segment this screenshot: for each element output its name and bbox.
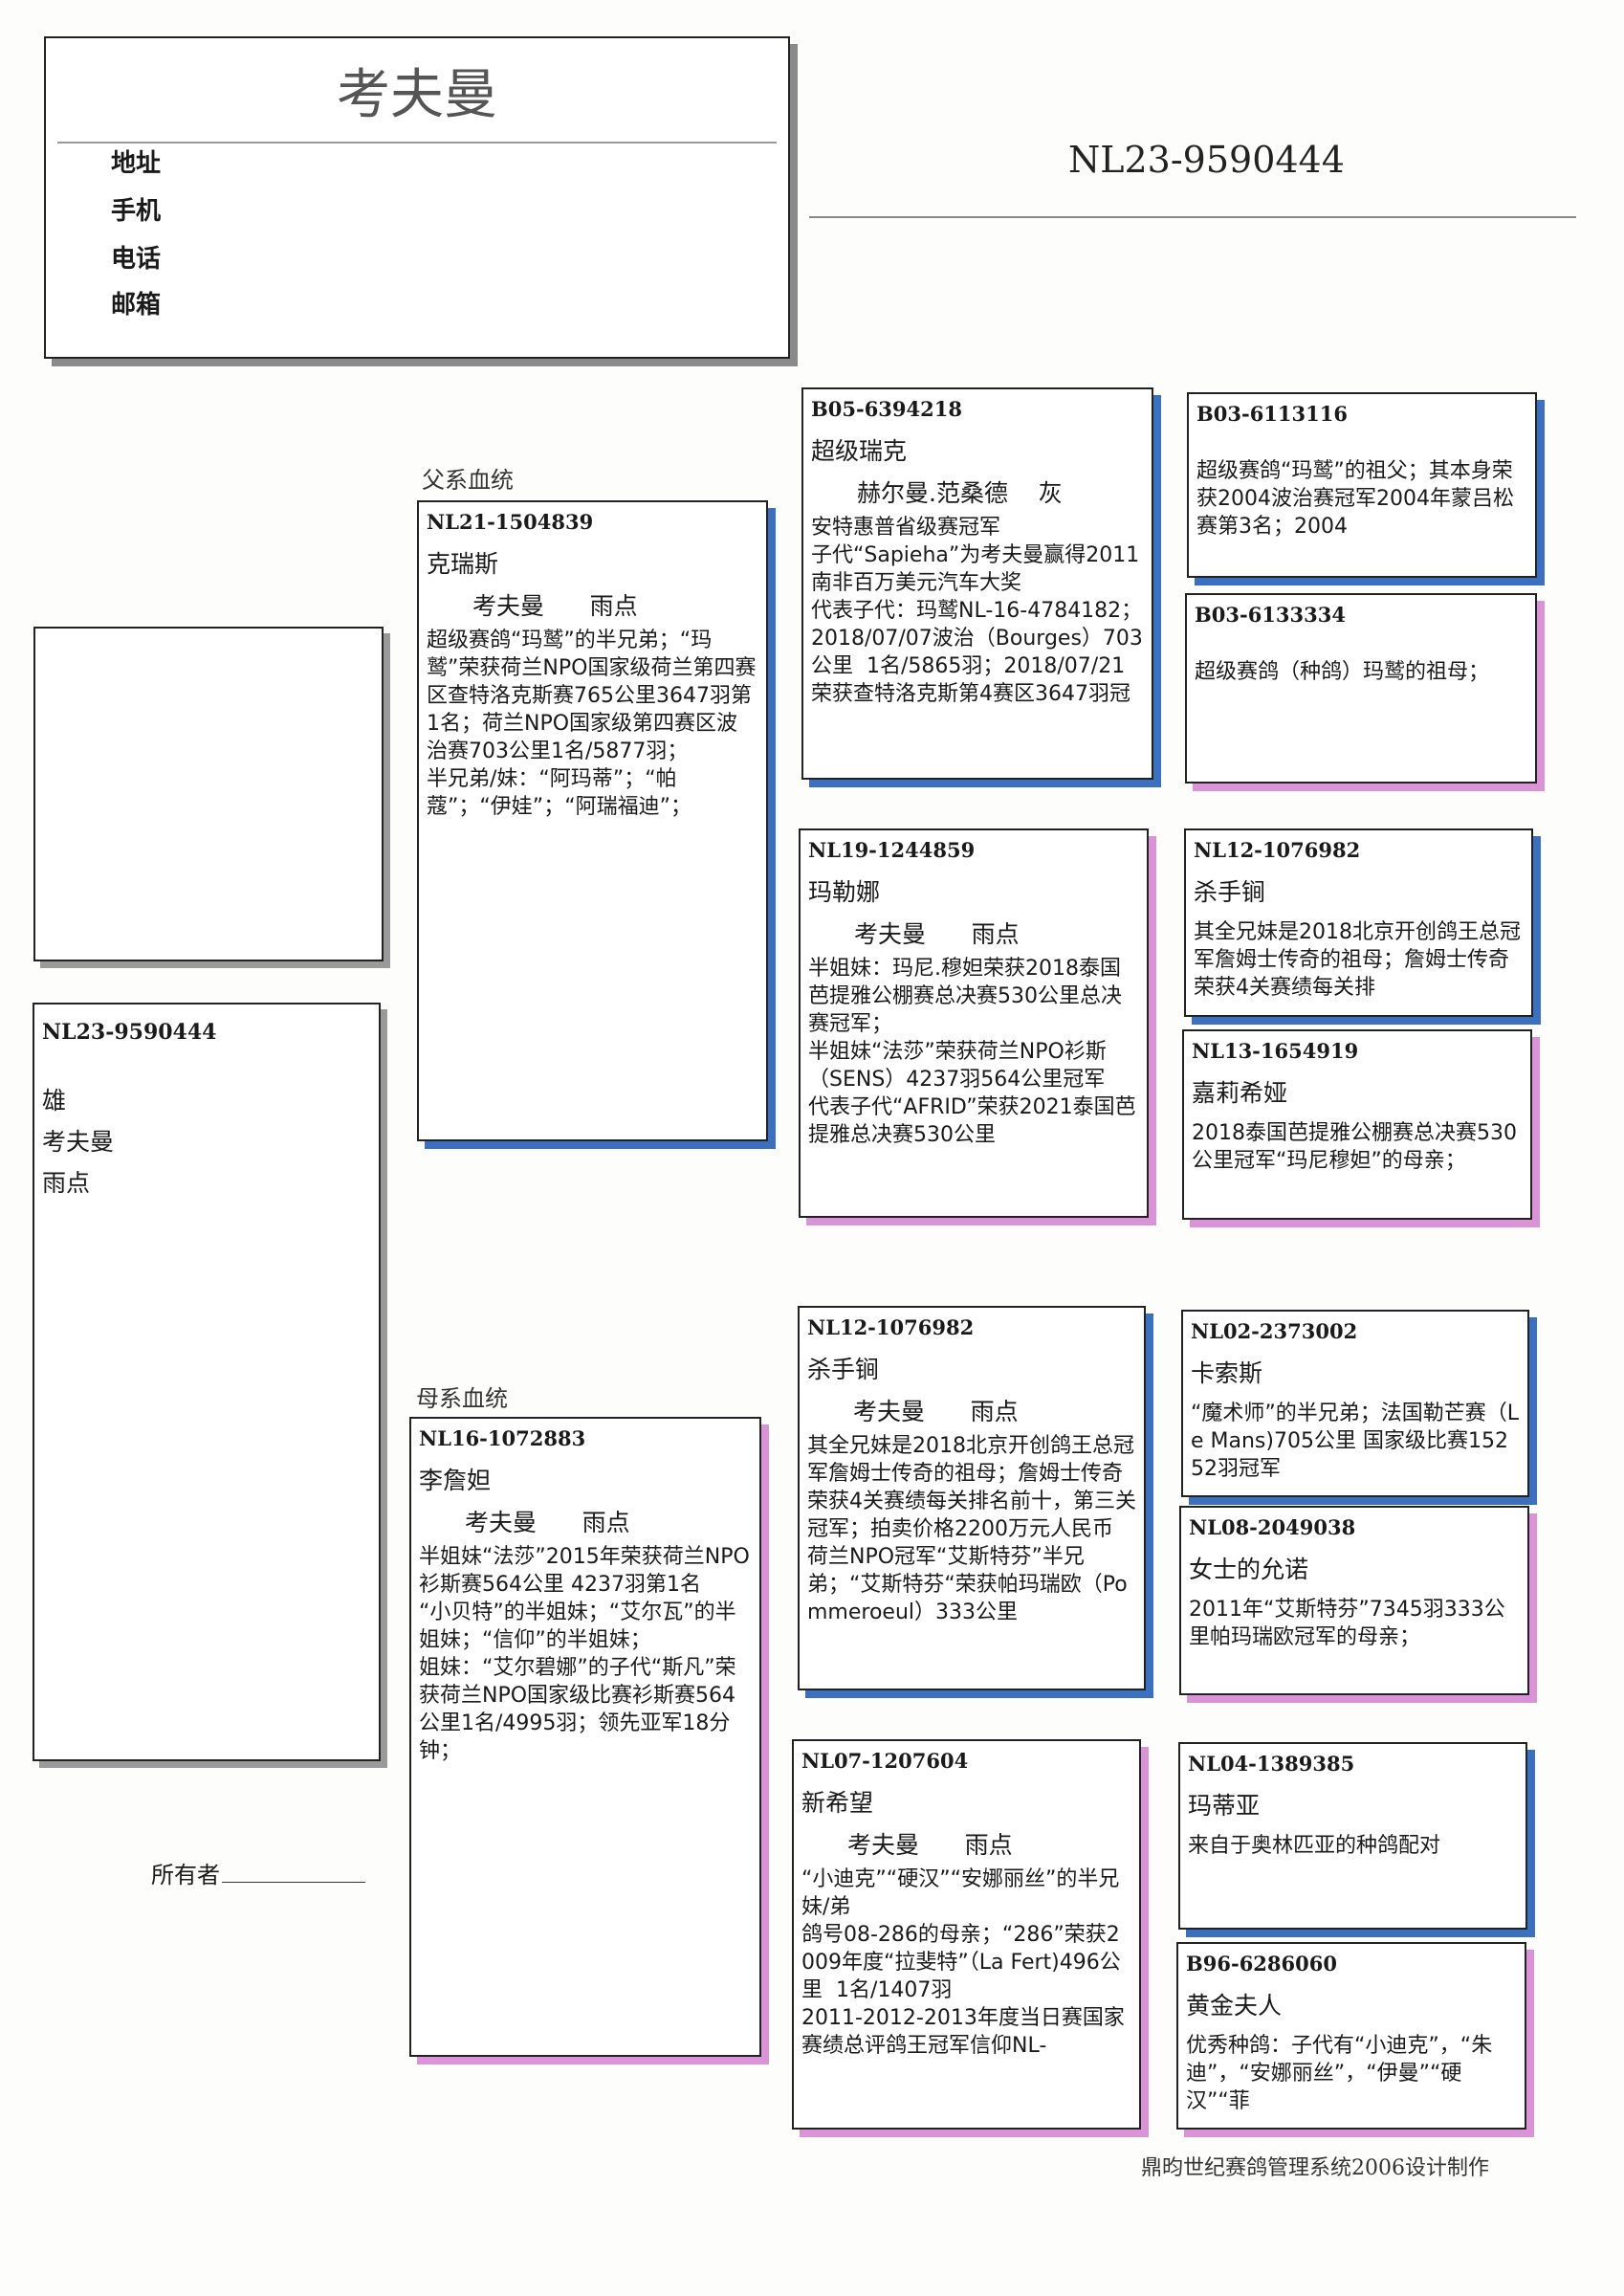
- pigeon-name: 李詹妲: [419, 1467, 492, 1494]
- breeder-and-color: 考夫曼 雨点: [854, 920, 1020, 948]
- pigeon-notes: 超级赛鸽（种鸽）玛鹫的祖母；: [1195, 660, 1490, 684]
- pigeon-notes: “小迪克”“硬汉”“安娜丽丝”的半兄妹/弟 鸽号08-286的母亲；“286”荣…: [801, 1867, 1125, 2058]
- pigeon-name: 黄金夫人: [1186, 1992, 1283, 2020]
- pedigree-card-dam-sire: NL12-1076982 杀手锏考夫曼 雨点其全兄妹是2018北京开创鸽王总冠军詹…: [798, 1306, 1146, 1690]
- pigeon-notes: 安特惠普省级赛冠军 子代“Sapieha”为考夫曼赢得2011南非百万美元汽车大…: [811, 516, 1143, 706]
- pedigree-card-sds: NL12-1076982 杀手锏其全兄妹是2018北京开创鸽王总冠军詹姆士传奇的祖…: [1184, 828, 1533, 1017]
- subject-ring-number: NL23-9590444: [1068, 139, 1345, 181]
- pedigree-card-sdd: NL13-1654919 嘉莉希娅 2018泰国芭提雅公棚赛总决赛530公里冠军“玛…: [1182, 1029, 1532, 1220]
- pigeon-name: 卡索斯: [1191, 1359, 1263, 1387]
- pigeon-notes: 半姐妹：玛尼.穆妲荣获2018泰国芭提雅公棚赛总决赛530公里总决赛冠军； 半姐…: [808, 957, 1136, 1147]
- pigeon-notes: 优秀种鸽：子代有“小迪克”，“朱迪”，“安娜丽丝”，“伊曼”“硬汉”“菲: [1186, 2034, 1493, 2113]
- pedigree-card-dam-dam: NL07-1207604 新希望考夫曼 雨点 “小迪克”“硬汉”“安娜丽丝”的半兄妹…: [792, 1739, 1141, 2130]
- pigeon-notes: 超级赛鸽“玛鹫”的祖父；其本身荣获2004波治赛冠军2004年蒙吕松赛第3名；2…: [1196, 459, 1514, 539]
- pigeon-notes: 来自于奥林匹亚的种鸽配对: [1188, 1834, 1441, 1858]
- pigeon-name: 杀手锏: [1194, 878, 1266, 906]
- header-divider: [57, 142, 777, 144]
- sire-line-label: 父系血统: [422, 467, 514, 494]
- pedigree-card-sire: NL21-1504839 克瑞斯考夫曼 雨点超级赛鸽“玛鹫”的半兄弟；“玛鹫”荣获…: [417, 500, 768, 1141]
- breeder-and-color: 考夫曼 雨点: [853, 1398, 1019, 1425]
- ring-number: NL12-1076982: [807, 1315, 975, 1339]
- ring-number: NL08-2049038: [1189, 1515, 1356, 1539]
- owner-field: 所有者: [151, 1856, 365, 1889]
- breeder-and-color: 赫尔曼.范桑德 灰: [857, 479, 1063, 507]
- ring-number: B96-6286060: [1186, 1952, 1337, 1976]
- owner-label: 所有者: [151, 1862, 220, 1888]
- ring-number: NL21-1504839: [427, 510, 594, 534]
- pigeon-notes: 2018泰国芭提雅公棚赛总决赛530公里冠军“玛尼穆妲”的母亲；: [1192, 1121, 1517, 1173]
- pigeon-name: 玛蒂亚: [1188, 1792, 1261, 1820]
- pigeon-name: 克瑞斯: [427, 550, 499, 578]
- ring-number: NL07-1207604: [801, 1749, 969, 1773]
- breeder-and-color: 考夫曼 雨点: [472, 592, 638, 620]
- breeder-and-color: 考夫曼 雨点: [465, 1509, 630, 1536]
- pedigree-card-sire-dam: NL19-1244859 玛勒娜考夫曼 雨点半姐妹：玛尼.穆妲荣获2018泰国芭提…: [799, 828, 1149, 1218]
- pedigree-card-sss: B03-6113116 超级赛鸽“玛鹫”的祖父；其本身荣获2004波治赛冠军200…: [1187, 392, 1537, 578]
- pigeon-notes: “魔术师”的半兄弟；法国勒芒赛（Le Mans)705公里 国家级比赛15252…: [1191, 1402, 1520, 1481]
- pedigree-card-dam: NL16-1072883 李詹妲考夫曼 雨点半姐妹“法莎”2015年荣获荷兰NPO…: [409, 1417, 761, 2057]
- subject-breeder: 考夫曼: [42, 1128, 115, 1156]
- pigeon-notes: 其全兄妹是2018北京开创鸽王总冠军詹姆士传奇的祖母；詹姆士传奇荣获4关赛绩每关…: [807, 1434, 1136, 1624]
- pigeon-notes: 2011年“艾斯特芬”7345羽333公里帕玛瑞欧冠军的母亲；: [1189, 1598, 1505, 1649]
- pigeon-name: 超级瑞克: [811, 437, 908, 465]
- pigeon-name: 嘉莉希娅: [1192, 1079, 1288, 1107]
- subject-pigeon-box: NL23-9590444 雄 考夫曼 雨点: [33, 1003, 381, 1761]
- pedigree-card-ddd: B96-6286060 黄金夫人优秀种鸽：子代有“小迪克”，“朱迪”，“安娜丽丝”…: [1176, 1942, 1526, 2130]
- pigeon-notes: 其全兄妹是2018北京开创鸽王总冠军詹姆士传奇的祖母；詹姆士传奇荣获4关赛绩每关…: [1194, 920, 1521, 1000]
- pigeon-name: 杀手锏: [807, 1356, 880, 1383]
- ring-divider: [809, 216, 1576, 218]
- owner-signature-line: [222, 1882, 365, 1883]
- owner-header-box: 考夫曼 地址 手机 电话 邮箱: [44, 36, 790, 359]
- dam-line-label: 母系血统: [416, 1385, 508, 1412]
- ring-number: NL19-1244859: [808, 838, 976, 862]
- ring-number: NL04-1389385: [1188, 1752, 1355, 1776]
- address-label: 地址: [111, 149, 162, 178]
- pedigree-card-dsd: NL08-2049038 女士的允诺 2011年“艾斯特芬”7345羽333公里帕玛…: [1179, 1506, 1529, 1695]
- subject-sex: 雄: [42, 1087, 67, 1115]
- subject-ring: NL23-9590444: [42, 1020, 217, 1045]
- mobile-label: 手机: [111, 197, 162, 226]
- pigeon-name: 新希望: [801, 1789, 874, 1817]
- phone-label: 电话: [111, 245, 162, 274]
- pigeon-notes: 超级赛鸽“玛鹫”的半兄弟；“玛鹫”荣获荷兰NPO国家级荷兰第四赛区查特洛克斯赛7…: [427, 629, 757, 819]
- pigeon-name: 玛勒娜: [808, 878, 881, 906]
- photo-placeholder: [33, 627, 384, 961]
- ring-number: NL13-1654919: [1192, 1039, 1359, 1063]
- footer-credit: 鼎昀世纪赛鸽管理系统2006设计制作: [1141, 2156, 1489, 2180]
- email-label: 邮箱: [111, 291, 162, 320]
- pedigree-card-ssd: B03-6133334 超级赛鸽（种鸽）玛鹫的祖母；: [1185, 593, 1537, 784]
- subject-color: 雨点: [42, 1169, 91, 1197]
- breeder-and-color: 考夫曼 雨点: [847, 1831, 1013, 1859]
- ring-number: NL16-1072883: [419, 1426, 586, 1450]
- ring-number: B03-6133334: [1195, 603, 1346, 627]
- owner-title: 考夫曼: [337, 64, 497, 126]
- ring-number: B05-6394218: [811, 397, 962, 421]
- pedigree-card-sire-sire: B05-6394218 超级瑞克赫尔曼.范桑德 灰安特惠普省级赛冠军 子代“Sap…: [801, 387, 1153, 780]
- pigeon-name: 女士的允诺: [1189, 1556, 1309, 1583]
- ring-number: B03-6113116: [1196, 402, 1348, 426]
- pedigree-card-dds: NL04-1389385 玛蒂亚来自于奥林匹亚的种鸽配对: [1178, 1742, 1527, 1930]
- pedigree-card-dss: NL02-2373002 卡索斯 “魔术师”的半兄弟；法国勒芒赛（Le Mans)7…: [1181, 1310, 1529, 1497]
- pigeon-notes: 半姐妹“法莎”2015年荣获荷兰NPO衫斯赛564公里 4237羽第1名 “小贝…: [419, 1545, 750, 1763]
- ring-number: NL12-1076982: [1194, 838, 1361, 862]
- ring-number: NL02-2373002: [1191, 1319, 1358, 1343]
